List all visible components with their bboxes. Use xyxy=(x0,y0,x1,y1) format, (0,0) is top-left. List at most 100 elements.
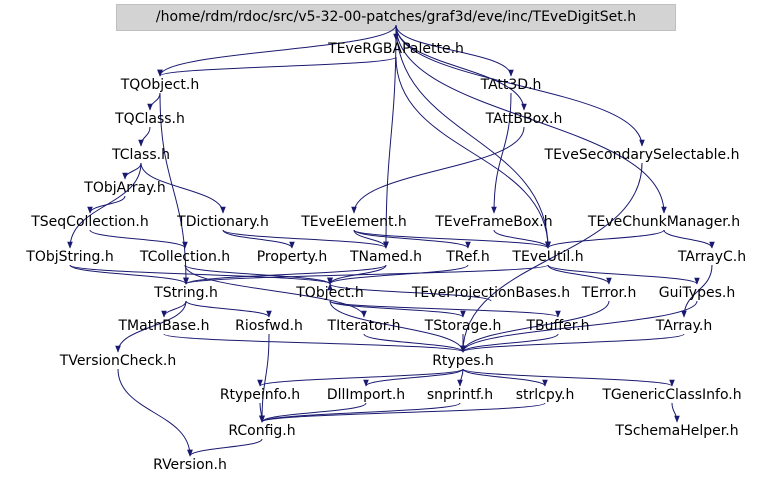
node-TVersionCheck[interactable]: TVersionCheck.h xyxy=(59,353,177,369)
edge-TEveRGBAPalette-to-TEveUtil xyxy=(395,56,551,249)
edge-TNamed-to-TString xyxy=(183,264,387,285)
edge-TQClass-to-TClass xyxy=(138,126,151,147)
node-Rtypeinfo[interactable]: Rtypeinfo.h xyxy=(219,387,301,403)
edge-TEveProjectionBases-to-TObject xyxy=(327,283,492,302)
node-snprintf[interactable]: snprintf.h xyxy=(426,387,494,403)
edge-Rtypes-to-Rtypeinfo xyxy=(257,368,464,387)
node-TObjArray[interactable]: TObjArray.h xyxy=(84,180,166,196)
node-Rtypes[interactable]: Rtypes.h xyxy=(432,353,494,369)
edge-Rtypes-to-TGenericClassInfo xyxy=(462,368,675,387)
edge-TEveRGBAPalette-to-TQObject xyxy=(157,56,397,77)
edge-RConfig-to-RVersion xyxy=(187,438,263,457)
edge-TEveElement-to-TRef xyxy=(353,229,471,249)
edge-Riosfwd-to-RConfig xyxy=(259,333,270,423)
node-TEveSecondarySelectable[interactable]: TEveSecondarySelectable.h xyxy=(544,147,740,163)
edge-TEveSecondarySelectable-to-Rtypes xyxy=(460,162,643,353)
edge-TAttBBox-to-TEveElement xyxy=(351,126,525,214)
edge-root-to-TAttBBox xyxy=(395,24,527,111)
root-node[interactable]: /home/rdm/rdoc/src/v5-32-00-patches/graf… xyxy=(155,9,637,25)
node-TAttBBox[interactable]: TAttBBox.h xyxy=(485,111,563,127)
node-RConfig[interactable]: RConfig.h xyxy=(228,423,296,439)
node-TEveUtil[interactable]: TEveUtil.h xyxy=(512,249,584,265)
edge-TEveUtil-to-GuiTypes xyxy=(547,264,700,285)
node-TBuffer[interactable]: TBuffer.h xyxy=(526,318,590,334)
edge-TEveUtil-to-TString xyxy=(183,264,549,285)
node-RVersion[interactable]: RVersion.h xyxy=(153,457,227,473)
edge-TIterator-to-Rtypes xyxy=(363,333,466,353)
edge-Rtypes-to-snprintf xyxy=(457,368,464,387)
edge-TCollection-to-TObject xyxy=(184,264,333,285)
edge-TAtt3D-to-TEveFrameBox xyxy=(491,92,512,214)
edge-TCollection-to-TIterator xyxy=(184,264,367,318)
node-TString[interactable]: TString.h xyxy=(154,285,218,301)
edge-TBuffer-to-Rtypes xyxy=(460,333,559,353)
edge-root-to-TEveUtil xyxy=(395,24,551,249)
edge-TClass-to-TDictionary xyxy=(140,162,226,214)
edge-TEveChunkManager-to-TArrayC xyxy=(663,229,715,249)
edge-TObjString-to-TString xyxy=(69,264,189,285)
node-TRef[interactable]: TRef.h xyxy=(446,249,490,265)
edge-TString-to-TMathBase xyxy=(161,300,187,318)
node-DllImport[interactable]: DllImport.h xyxy=(326,387,406,403)
node-TObject[interactable]: TObject.h xyxy=(296,285,364,301)
node-TSeqCollection[interactable]: TSeqCollection.h xyxy=(31,214,149,230)
edge-TVersionCheck-to-RVersion xyxy=(117,368,193,457)
edge-TArray-to-Rtypes xyxy=(460,333,685,353)
edge-TQObject-to-TString xyxy=(159,92,189,285)
edge-Rtypes-to-strlcpy xyxy=(462,368,548,387)
node-TSchemaHelper[interactable]: TSchemaHelper.h xyxy=(615,423,739,439)
edge-TObject-to-Rtypes xyxy=(329,300,466,353)
edge-DllImport-to-RConfig xyxy=(259,402,367,423)
node-TCollection[interactable]: TCollection.h xyxy=(139,249,231,265)
edge-TError-to-Rtypes xyxy=(460,300,610,353)
node-TQObject[interactable]: TQObject.h xyxy=(120,77,200,93)
edge-TString-to-Riosfwd xyxy=(185,300,272,318)
node-GuiTypes[interactable]: GuiTypes.h xyxy=(658,285,736,301)
node-TStorage[interactable]: TStorage.h xyxy=(424,318,502,334)
node-TNamed[interactable]: TNamed.h xyxy=(349,249,423,265)
edge-Rtypes-to-DllImport xyxy=(363,368,464,387)
node-TEveFrameBox[interactable]: TEveFrameBox.h xyxy=(435,214,553,230)
node-TAtt3D[interactable]: TAtt3D.h xyxy=(480,77,542,93)
node-TIterator[interactable]: TIterator.h xyxy=(327,318,401,334)
node-Property[interactable]: Property.h xyxy=(256,249,328,265)
edge-GuiTypes-to-Rtypes xyxy=(460,300,698,353)
node-Riosfwd[interactable]: Riosfwd.h xyxy=(235,318,303,334)
node-TEveElement[interactable]: TEveElement.h xyxy=(301,214,407,230)
edge-TObject-to-TBuffer xyxy=(329,300,561,318)
edge-TObjArray-to-TSeqCollection xyxy=(87,195,126,214)
edge-root-to-TEveSecondarySelectable xyxy=(395,24,645,147)
edge-TDictionary-to-TNamed xyxy=(222,229,389,249)
node-TEveProjectionBases[interactable]: TEveProjectionBases.h xyxy=(411,285,571,301)
node-TEveChunkManager[interactable]: TEveChunkManager.h xyxy=(587,214,741,230)
node-TClass[interactable]: TClass.h xyxy=(112,147,170,163)
node-TArrayC[interactable]: TArrayC.h xyxy=(677,249,747,265)
node-TDictionary[interactable]: TDictionary.h xyxy=(177,214,269,230)
edge-TObject-to-TStorage xyxy=(329,300,466,318)
edge-TObjString-to-TObject xyxy=(69,264,333,285)
edge-TQObject-to-TQClass xyxy=(147,92,161,111)
node-TArray[interactable]: TArray.h xyxy=(655,318,713,334)
edge-root-to-TNamed xyxy=(383,24,397,249)
edge-TDictionary-to-Property xyxy=(222,229,295,249)
node-TQClass[interactable]: TQClass.h xyxy=(115,111,185,127)
node-TError[interactable]: TError.h xyxy=(581,285,637,301)
edge-TEveElement-to-TEveUtil xyxy=(353,229,551,249)
edge-root-to-TAtt3D xyxy=(395,24,514,77)
edge-root-to-TQObject xyxy=(157,24,397,77)
edge-TEveElement-to-TNamed xyxy=(353,229,389,249)
edge-TEveChunkManager-to-TEveUtil xyxy=(545,229,665,249)
edge-snprintf-to-RConfig xyxy=(259,402,461,423)
node-TMathBase[interactable]: TMathBase.h xyxy=(118,318,210,334)
edge-TSeqCollection-to-TCollection xyxy=(89,229,188,249)
edge-TEveUtil-to-TError xyxy=(547,264,612,285)
dependency-edges xyxy=(67,24,715,457)
node-TGenericClassInfo[interactable]: TGenericClassInfo.h xyxy=(602,387,742,403)
edge-root-to-TEveChunkManager xyxy=(395,24,667,214)
node-TObjString[interactable]: TObjString.h xyxy=(26,249,114,265)
edge-TString-to-TVersionCheck xyxy=(115,300,187,353)
node-strlcpy[interactable]: strlcpy.h xyxy=(515,387,575,403)
node-TEveRGBAPalette[interactable]: TEveRGBAPalette.h xyxy=(328,41,464,57)
edge-TGenericClassInfo-to-TSchemaHelper xyxy=(671,402,680,423)
